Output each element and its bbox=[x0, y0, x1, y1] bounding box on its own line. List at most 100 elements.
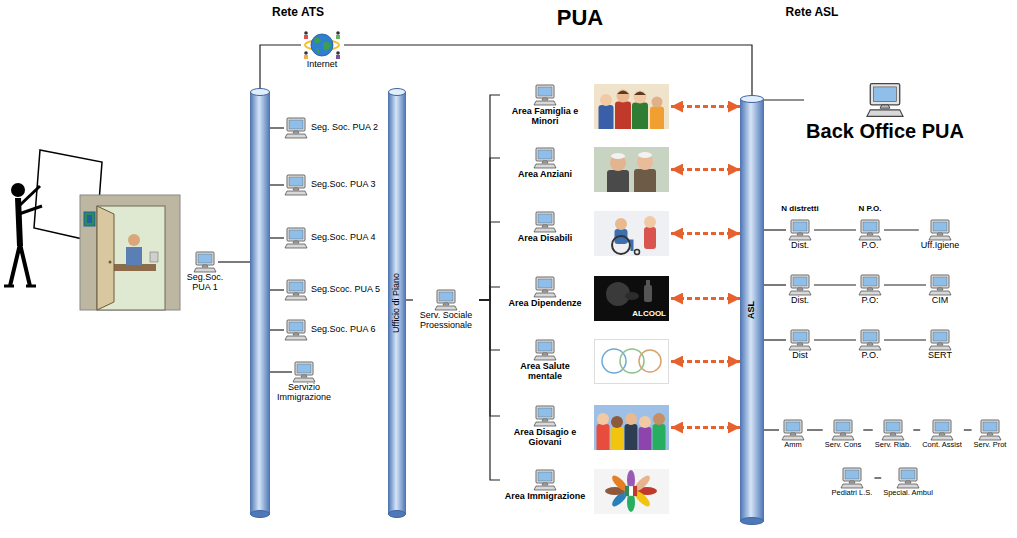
computer-icon bbox=[880, 105, 890, 108]
computer-icon bbox=[292, 361, 316, 383]
computer-icon bbox=[858, 274, 882, 296]
computer-icon bbox=[533, 469, 557, 491]
computer-icon bbox=[287, 280, 305, 293]
area-column: Area Immigrazione bbox=[502, 469, 588, 502]
workstation: Seg.Soc. PUA 3 bbox=[282, 172, 378, 198]
area-photo bbox=[611, 153, 625, 159]
globe-icon bbox=[304, 55, 308, 59]
workstation: P.O. bbox=[856, 217, 884, 253]
network-link bbox=[814, 284, 856, 285]
computer-icon bbox=[899, 468, 917, 481]
column-heading: N P.O. bbox=[859, 205, 882, 214]
computer-icon bbox=[861, 330, 879, 343]
computer-icon bbox=[536, 85, 554, 98]
workstation: Seg.Soc. PUA 4 bbox=[282, 225, 378, 251]
node-label: Area Immigrazione bbox=[505, 492, 586, 502]
computer-icon bbox=[293, 188, 299, 190]
computer-icon bbox=[933, 420, 951, 433]
area-photo bbox=[615, 102, 631, 130]
computer-icon bbox=[896, 467, 920, 489]
area-column: Area Disabili bbox=[502, 211, 588, 244]
computer-icon bbox=[284, 117, 308, 139]
area-photo bbox=[607, 170, 629, 192]
node-label: Area Famiglia e Minori bbox=[502, 107, 588, 127]
area-photo bbox=[625, 292, 639, 300]
globe-icon bbox=[304, 31, 308, 35]
globe-icon bbox=[336, 31, 340, 35]
citizen-figure bbox=[4, 285, 36, 288]
computer-icon bbox=[435, 306, 457, 310]
area-photo bbox=[611, 427, 624, 450]
computer-icon bbox=[533, 211, 557, 233]
computer-icon bbox=[983, 422, 997, 431]
workstation: CIM bbox=[926, 272, 954, 308]
computer-icon bbox=[858, 219, 882, 241]
double-arrow bbox=[671, 426, 740, 429]
area-workstation: Area Salute mentale bbox=[500, 337, 671, 386]
computer-icon bbox=[538, 472, 552, 481]
computer-icon bbox=[929, 291, 951, 295]
computer-icon bbox=[978, 419, 1002, 441]
area-column: Area Dipendenze bbox=[502, 276, 588, 309]
bus-wire bbox=[270, 289, 284, 290]
node-label: Dist. bbox=[791, 241, 809, 251]
node-label: P.O. bbox=[862, 351, 879, 361]
node-label: Seg.Soc. PUA 6 bbox=[311, 325, 376, 335]
office-door-picture bbox=[126, 247, 142, 265]
area-photo bbox=[602, 349, 626, 373]
workstation: Special. Ambul bbox=[881, 465, 935, 499]
computer-icon bbox=[284, 319, 308, 341]
double-arrow bbox=[671, 297, 740, 300]
globe-icon bbox=[304, 51, 308, 55]
network-link bbox=[406, 299, 413, 300]
computer-icon bbox=[931, 275, 949, 288]
network-bus bbox=[251, 89, 270, 518]
computer-icon bbox=[284, 279, 308, 301]
computer-icon bbox=[793, 332, 807, 341]
workstation: Servizio Immigrazione bbox=[269, 359, 339, 405]
area-workstation: Area Disabili bbox=[500, 209, 671, 258]
area-photo bbox=[652, 97, 663, 108]
computer-icon bbox=[843, 468, 861, 481]
workstation: Seg.Scoc. PUA 5 bbox=[282, 277, 382, 303]
back-office-workstation: Back Office PUA bbox=[804, 80, 966, 144]
computer-icon bbox=[293, 131, 299, 133]
workstation: Cont. Assist bbox=[920, 417, 964, 451]
computer-icon bbox=[937, 288, 943, 290]
bus-wire bbox=[270, 184, 284, 185]
computer-icon bbox=[194, 268, 216, 272]
network-link bbox=[884, 339, 926, 340]
node-label: Area Dipendenze bbox=[508, 299, 581, 309]
computer-icon bbox=[782, 436, 804, 440]
workstation: Serv. Sociale Proessionale bbox=[413, 287, 479, 333]
computer-icon bbox=[534, 356, 556, 360]
computer-icon bbox=[538, 408, 552, 417]
computer-icon bbox=[289, 230, 303, 239]
computer-icon bbox=[284, 174, 308, 196]
computer-icon bbox=[534, 293, 556, 297]
workstation: Dist bbox=[786, 327, 814, 363]
computer-icon bbox=[793, 222, 807, 231]
computer-icon bbox=[931, 330, 949, 343]
bus-wire bbox=[270, 371, 292, 372]
office-door-picture bbox=[80, 195, 180, 310]
area-photo bbox=[644, 227, 656, 249]
area-photo bbox=[594, 469, 669, 514]
computer-icon bbox=[533, 147, 557, 169]
node-label: Seg. Soc. PUA 2 bbox=[311, 123, 378, 133]
computer-icon bbox=[534, 422, 556, 426]
computer-icon bbox=[931, 436, 953, 440]
area-photo bbox=[595, 340, 669, 384]
network-link bbox=[764, 429, 779, 430]
area-workstation: Area Famiglia e Minori bbox=[500, 82, 671, 131]
network-link bbox=[874, 477, 881, 478]
computer-icon bbox=[935, 422, 949, 431]
office-door-picture bbox=[109, 261, 112, 264]
computer-icon bbox=[882, 436, 904, 440]
computer-icon bbox=[285, 191, 307, 195]
computer-icon bbox=[841, 484, 863, 488]
computer-icon bbox=[534, 486, 556, 490]
computer-icon bbox=[295, 362, 313, 375]
node-label: CIM bbox=[932, 296, 949, 306]
